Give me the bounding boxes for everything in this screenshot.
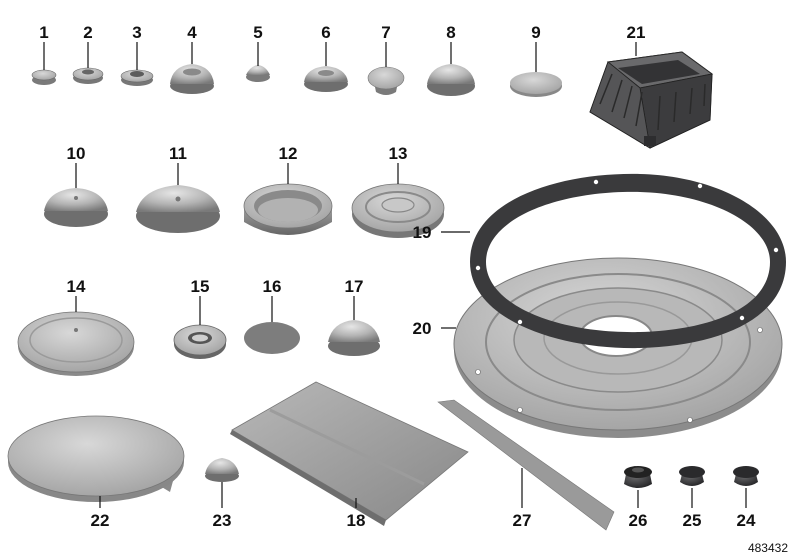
- part-5: [246, 65, 270, 82]
- part-22: [7, 415, 185, 502]
- part-4: [170, 64, 214, 94]
- callout-19: 19: [413, 223, 432, 242]
- part-13: [351, 183, 445, 238]
- callout-10: 10: [67, 144, 86, 163]
- callout-27: 27: [513, 511, 532, 530]
- part-15: [173, 324, 227, 359]
- leader-lines: [43, 42, 747, 508]
- part-25: [679, 466, 705, 486]
- callout-13: 13: [389, 144, 408, 163]
- callout-26: 26: [629, 511, 648, 530]
- part-26: [624, 466, 652, 488]
- callout-4: 4: [187, 23, 197, 42]
- part-9: [510, 72, 562, 97]
- part-2: [72, 67, 104, 84]
- callout-23: 23: [213, 511, 232, 530]
- part-17: [328, 320, 380, 356]
- callout-7: 7: [381, 23, 390, 42]
- part-27: [437, 399, 615, 531]
- callout-24: 24: [737, 511, 756, 530]
- part-12: [243, 183, 333, 235]
- callout-15: 15: [191, 277, 210, 296]
- part-6: [304, 66, 348, 92]
- callout-25: 25: [683, 511, 702, 530]
- callouts: 1 2 3 4 5 6 7 8 9 21 10 11 12 13 19 14 1…: [39, 23, 756, 530]
- callout-18: 18: [347, 511, 366, 530]
- part-8: [427, 64, 475, 96]
- part-23: [205, 458, 239, 482]
- callout-6: 6: [321, 23, 330, 42]
- part-1: [31, 69, 57, 85]
- document-number: 483432: [748, 541, 788, 555]
- callout-2: 2: [83, 23, 92, 42]
- callout-12: 12: [279, 144, 298, 163]
- callout-1: 1: [39, 23, 48, 42]
- callout-17: 17: [345, 277, 364, 296]
- part-3: [120, 69, 154, 86]
- part-7: [367, 66, 405, 95]
- callout-21: 21: [627, 23, 646, 42]
- callout-5: 5: [253, 23, 262, 42]
- callout-22: 22: [91, 511, 110, 530]
- part-24: [733, 466, 759, 486]
- callout-8: 8: [446, 23, 455, 42]
- callout-9: 9: [531, 23, 540, 42]
- part-18: [230, 381, 469, 526]
- part-16: [244, 322, 300, 354]
- part-21: [589, 51, 714, 149]
- part-14: [17, 311, 135, 376]
- callout-3: 3: [132, 23, 141, 42]
- part-19: [470, 173, 786, 349]
- callout-14: 14: [67, 277, 86, 296]
- callout-16: 16: [263, 277, 282, 296]
- callout-20: 20: [413, 319, 432, 338]
- callout-11: 11: [169, 144, 187, 163]
- part-10: [44, 188, 108, 227]
- part-11: [136, 185, 220, 233]
- part-20: [453, 257, 783, 438]
